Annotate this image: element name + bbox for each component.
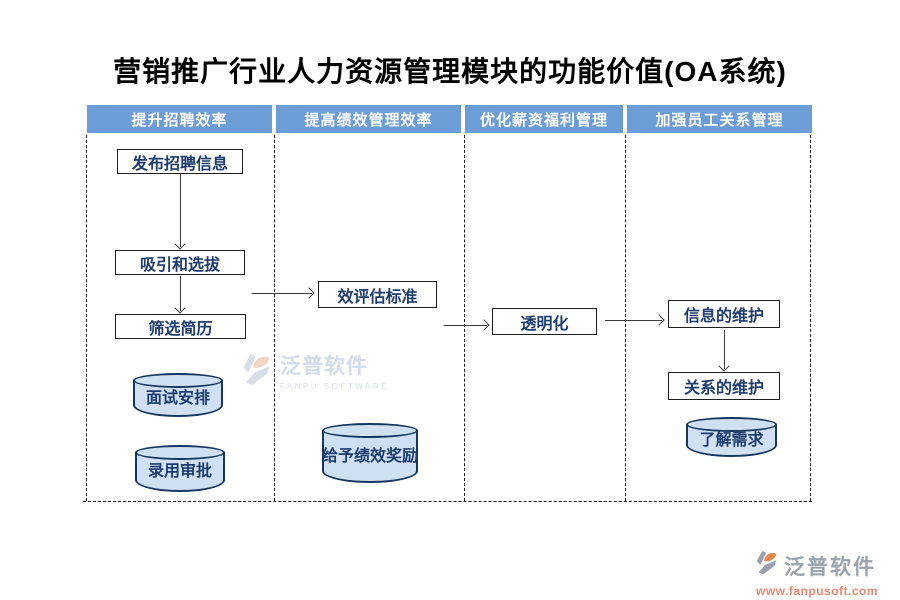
lane-divider	[810, 135, 811, 501]
fanpu-logo: 泛普软件 www.fanpusoft.com	[752, 548, 878, 598]
cylinder-top	[133, 373, 223, 388]
db-understand-needs: 了解需求	[686, 417, 777, 457]
step-attract-and-select: 吸引和选拔	[115, 250, 245, 275]
arrow-right	[252, 293, 312, 294]
arrow-down	[180, 276, 181, 311]
fanpu-brand-name: 泛普软件	[784, 555, 876, 579]
step-performance-evaluation-standard: 效评估标准	[318, 281, 437, 308]
watermark-logo-icon	[237, 350, 277, 395]
db-performance-reward: 给予绩效奖励	[322, 423, 418, 483]
arrow-down	[180, 174, 181, 247]
fanpu-logo-icon	[752, 548, 782, 583]
center-watermark: 泛普软件 FANPU SOFTWARE	[237, 350, 389, 395]
cylinder-top	[686, 417, 777, 432]
db-hiring-approval: 录用审批	[135, 445, 225, 492]
lane-bottom-border	[83, 501, 812, 502]
lane-divider	[464, 135, 465, 501]
column-header-performance: 提高绩效管理效率	[276, 105, 461, 133]
column-header-salary: 优化薪资福利管理	[465, 105, 623, 133]
cylinder-body	[322, 430, 418, 483]
step-transparency: 透明化	[492, 308, 597, 335]
arrow-down	[724, 330, 725, 369]
arrow-right	[605, 320, 662, 321]
cylinder-top	[135, 445, 225, 460]
column-header-recruitment: 提升招聘效率	[87, 105, 272, 133]
lane-divider	[86, 135, 87, 501]
cylinder-label: 给予绩效奖励	[322, 447, 419, 465]
cylinder-top	[322, 423, 418, 438]
lane-divider	[274, 135, 275, 501]
db-interview-arrangement: 面试安排	[133, 373, 223, 417]
cylinder-label: 面试安排	[145, 389, 210, 407]
watermark-brand: 泛普软件	[280, 355, 368, 378]
step-publish-recruitment-info: 发布招聘信息	[117, 149, 243, 174]
watermark-subtitle: FANPU SOFTWARE	[280, 382, 389, 391]
column-header-employee-relations: 加强员工关系管理	[627, 105, 812, 133]
lane-divider	[625, 135, 626, 501]
cylinder-label: 了解需求	[699, 431, 764, 449]
fanpu-website-link[interactable]: www.fanpusoft.com	[756, 584, 879, 598]
arrow-right	[444, 325, 487, 326]
step-relationship-maintenance: 关系的维护	[668, 372, 780, 400]
step-information-maintenance: 信息的维护	[668, 300, 780, 328]
watermark-text: 泛普软件 FANPU SOFTWARE	[280, 350, 389, 391]
page-title: 营销推广行业人力资源管理模块的功能价值(OA系统)	[113, 56, 787, 87]
cylinder-label: 录用审批	[147, 463, 212, 480]
step-screen-resumes: 筛选简历	[115, 314, 246, 339]
